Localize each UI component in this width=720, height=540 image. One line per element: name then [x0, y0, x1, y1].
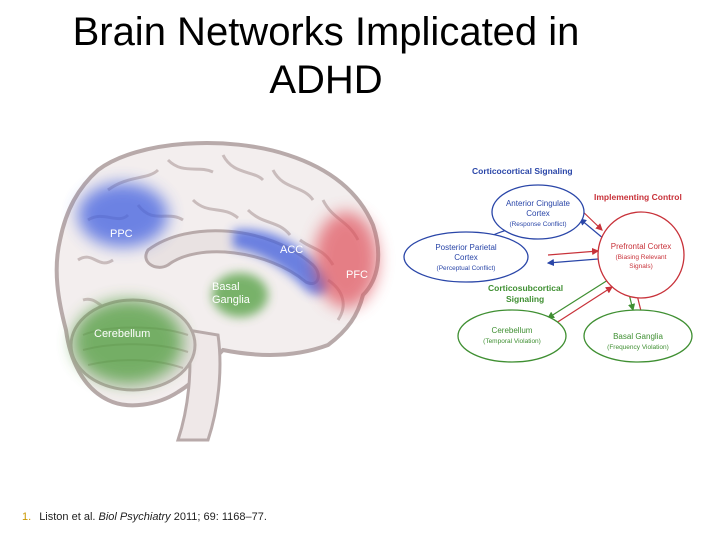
bg-sub: (Frequency Violation) — [607, 344, 669, 351]
pfc-sub1: (Biasing Relevant — [616, 254, 667, 261]
label-ppc: PPC — [110, 228, 133, 240]
node-pfc — [597, 211, 685, 299]
cerebellum-region — [73, 300, 183, 384]
brain-illustration: PPC ACC PFC Basal Ganglia Cerebellum — [28, 130, 398, 450]
label-basal: Basal — [212, 281, 240, 293]
label-acc: ACC — [280, 244, 303, 256]
ppc-line1: Posterior Parietal — [435, 243, 497, 252]
reference-number: 1. — [22, 511, 32, 523]
cb-line1: Cerebellum — [492, 326, 533, 335]
cb-sub: (Temporal Violation) — [483, 338, 541, 345]
basal-ganglia-region — [212, 273, 268, 317]
label-pfc: PFC — [346, 269, 368, 281]
acc-sub: (Response Conflict) — [509, 221, 566, 228]
acc-line2: Cortex — [526, 209, 550, 218]
pfc-region — [314, 212, 378, 308]
pfc-sub2: Signals) — [629, 263, 652, 270]
reference-authors: Liston et al. — [39, 511, 96, 523]
ppc-sub: (Perceptual Conflict) — [437, 265, 496, 272]
acc-region — [233, 229, 329, 295]
ppc-region — [78, 183, 168, 247]
header-corticocortical: Corticocortical Signaling — [472, 166, 573, 176]
ppc-line2: Cortex — [454, 253, 478, 262]
pfc-line1: Prefrontal Cortex — [611, 242, 671, 251]
reference-details: 2011; 69: 1168–77. — [173, 511, 267, 523]
acc-line1: Anterior Cingulate — [506, 199, 571, 208]
node-basal-ganglia — [583, 309, 693, 363]
slide-title-line-1: Brain Networks Implicated in — [72, 10, 580, 54]
node-cerebellum — [457, 309, 567, 363]
slide-title: Brain Networks Implicated in ADHD — [0, 8, 652, 104]
header-corticosubcortical-1: Corticosubcortical — [488, 283, 563, 293]
label-ganglia: Ganglia — [212, 294, 251, 306]
reference-footnote: 1. Liston et al. Biol Psychiatry 2011; 69… — [22, 511, 267, 523]
node-ppc — [403, 231, 529, 283]
header-implementing: Implementing Control — [594, 192, 682, 202]
node-acc — [491, 184, 585, 240]
header-corticosubcortical-2: Signaling — [506, 294, 544, 304]
label-cerebellum: Cerebellum — [94, 328, 150, 340]
brain-svg: PPC ACC PFC Basal Ganglia Cerebellum — [54, 141, 381, 442]
brainstem — [175, 328, 222, 442]
network-diagram: Corticocortical Signaling Implementing C… — [398, 155, 708, 365]
bg-line1: Basal Ganglia — [613, 332, 663, 341]
network-svg: Corticocortical Signaling Implementing C… — [403, 166, 693, 363]
slide-title-line-2: ADHD — [269, 58, 383, 102]
reference-journal: Biol Psychiatry — [98, 511, 171, 523]
